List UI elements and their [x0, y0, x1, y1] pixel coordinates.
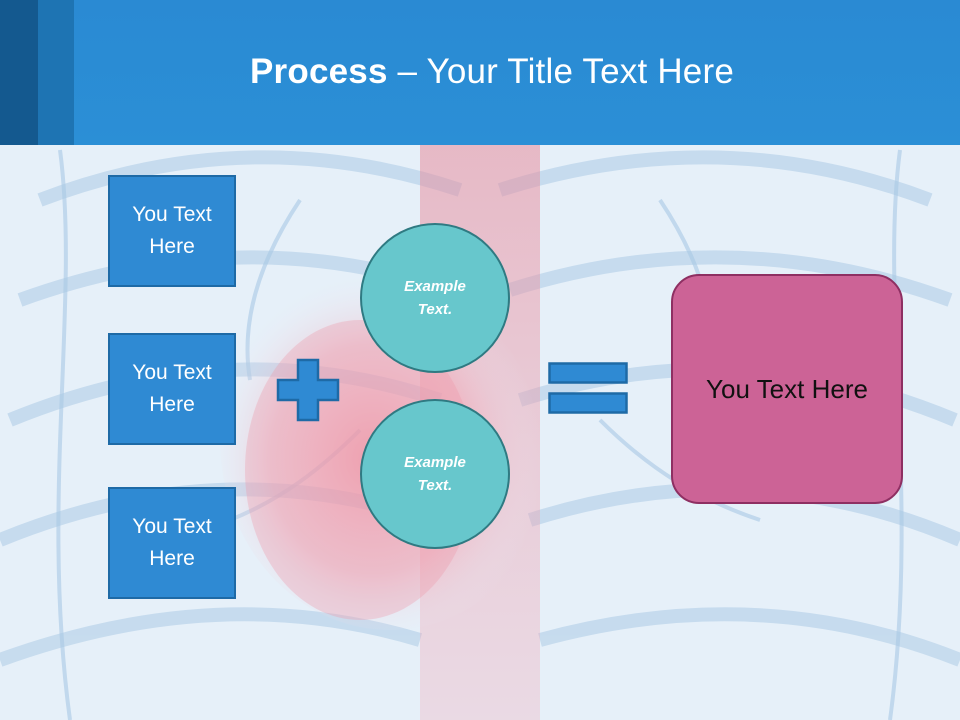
- input-box-label: You Text Here: [132, 515, 212, 570]
- input-box-label: You Text Here: [132, 203, 212, 258]
- slide-title[interactable]: Process – Your Title Text Here: [0, 52, 960, 92]
- header-accent-mid: [38, 0, 74, 145]
- title-bold: Process: [250, 52, 388, 91]
- header-accent-dark: [0, 0, 38, 145]
- input-box-3[interactable]: You Text Here: [108, 487, 236, 599]
- header-bar: Process – Your Title Text Here: [0, 0, 960, 145]
- example-circle-2[interactable]: Example Text.: [360, 399, 510, 549]
- input-box-label: You Text Here: [132, 361, 212, 416]
- title-rest: – Your Title Text Here: [387, 52, 734, 91]
- input-box-2[interactable]: You Text Here: [108, 333, 236, 445]
- circle-label: Example Text.: [404, 278, 466, 318]
- result-label: You Text Here: [706, 373, 868, 404]
- equals-icon: [548, 362, 628, 414]
- circle-label: Example Text.: [404, 454, 466, 494]
- plus-icon: [276, 358, 340, 422]
- input-box-1[interactable]: You Text Here: [108, 175, 236, 287]
- result-box[interactable]: You Text Here: [671, 274, 903, 504]
- example-circle-1[interactable]: Example Text.: [360, 223, 510, 373]
